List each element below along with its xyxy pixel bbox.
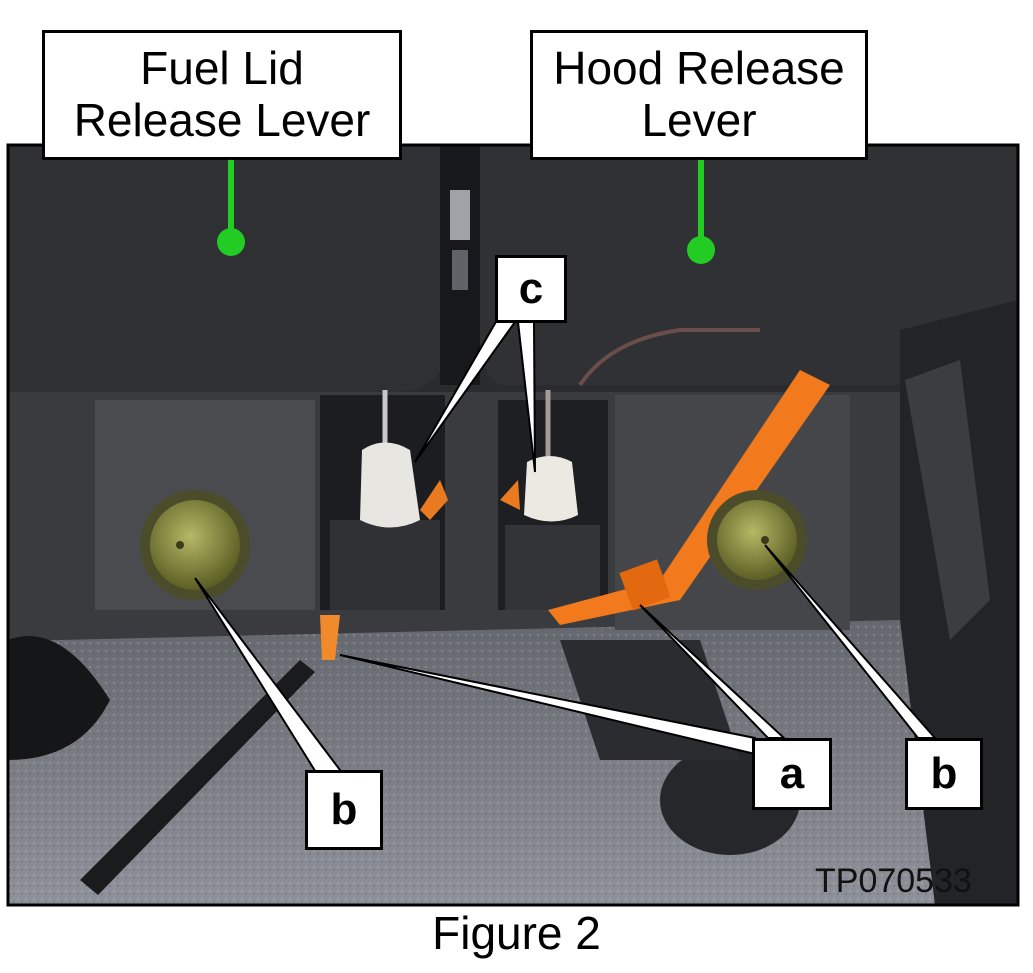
hood-leader-dot bbox=[687, 236, 715, 264]
cable-tie bbox=[548, 370, 830, 625]
fuel-lid-line2: Release Lever bbox=[73, 94, 371, 146]
hood-line2: Lever bbox=[641, 94, 757, 146]
fuel-lid-leader-dot bbox=[217, 228, 245, 256]
hood-line1: Hood Release bbox=[553, 42, 845, 95]
label-b-left: b bbox=[305, 770, 383, 850]
label-c: c bbox=[495, 255, 567, 323]
cable-cap-left bbox=[360, 442, 420, 528]
pointer-c bbox=[414, 318, 536, 473]
dash-panel bbox=[8, 145, 440, 392]
photo-id: TP070533 bbox=[815, 862, 972, 900]
label-b-right: b bbox=[905, 738, 983, 810]
fuel-lid-release-lever-callout: Fuel Lid Release Lever bbox=[42, 30, 402, 160]
figure-caption: Figure 2 bbox=[432, 907, 601, 959]
cable-cap-right bbox=[524, 456, 578, 522]
hood-release-lever-callout: Hood Release Lever bbox=[530, 30, 868, 160]
fuel-lid-line1: Fuel Lid bbox=[140, 42, 304, 95]
label-a: a bbox=[752, 738, 832, 810]
